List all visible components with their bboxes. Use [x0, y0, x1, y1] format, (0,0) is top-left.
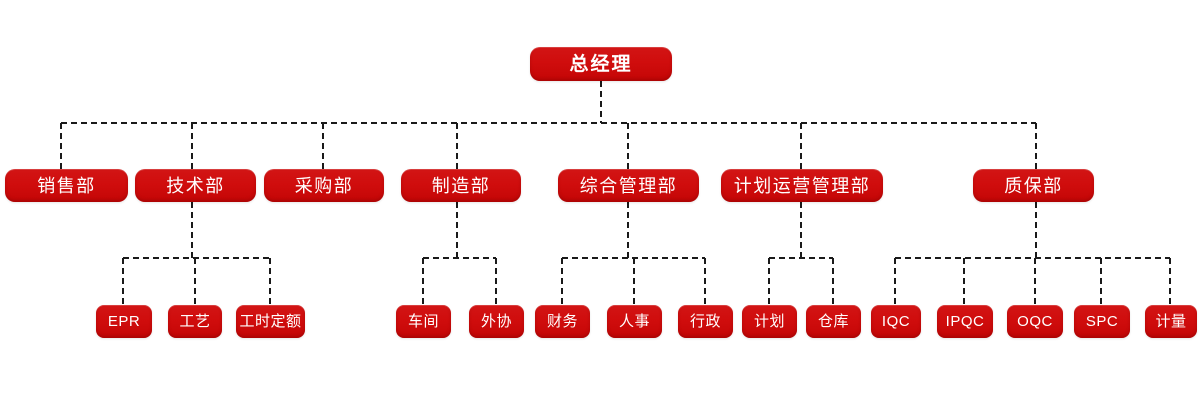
org-node-hr[interactable]: 人事	[607, 305, 662, 338]
org-node-epr-label: EPR	[107, 313, 141, 330]
org-node-admin[interactable]: 行政	[678, 305, 733, 338]
org-node-warehouse-label: 仓库	[817, 313, 849, 330]
org-node-quality[interactable]: 质保部	[973, 169, 1094, 202]
org-node-ipqc-label: IPQC	[945, 313, 985, 330]
org-node-spc[interactable]: SPC	[1074, 305, 1130, 338]
org-node-epr[interactable]: EPR	[96, 305, 152, 338]
org-node-quality-label: 质保部	[1004, 175, 1063, 196]
org-node-root[interactable]: 总经理	[530, 47, 672, 81]
org-node-spc-label: SPC	[1085, 313, 1119, 330]
org-node-metrology[interactable]: 计量	[1145, 305, 1197, 338]
org-node-technical[interactable]: 技术部	[135, 169, 256, 202]
org-node-manufacturing-label: 制造部	[431, 175, 491, 196]
org-node-admin-label: 行政	[689, 313, 721, 330]
org-node-procurement[interactable]: 采购部	[264, 169, 384, 202]
org-node-process[interactable]: 工艺	[168, 305, 222, 338]
org-node-manufacturing[interactable]: 制造部	[401, 169, 521, 202]
org-node-general-mgmt-label: 综合管理部	[579, 175, 678, 196]
org-node-outsourcing[interactable]: 外协	[469, 305, 524, 338]
org-node-ipqc[interactable]: IPQC	[937, 305, 993, 338]
org-node-planning-ops-label: 计划运营管理部	[733, 175, 871, 196]
org-node-technical-label: 技术部	[166, 175, 225, 196]
org-node-oqc-label: OQC	[1017, 313, 1053, 330]
org-node-sales-label: 销售部	[37, 175, 96, 196]
org-node-hr-label: 人事	[618, 313, 650, 330]
org-node-finance-label: 财务	[546, 313, 578, 330]
org-node-finance[interactable]: 财务	[535, 305, 590, 338]
org-node-general-mgmt[interactable]: 综合管理部	[558, 169, 699, 202]
org-node-root-label: 总经理	[569, 53, 633, 75]
org-node-sales[interactable]: 销售部	[5, 169, 128, 202]
org-node-iqc[interactable]: IQC	[871, 305, 921, 338]
org-node-planning-label: 计划	[753, 313, 785, 330]
org-node-planning[interactable]: 计划	[742, 305, 797, 338]
org-node-workshop-label: 车间	[407, 313, 439, 330]
org-node-outsourcing-label: 外协	[480, 313, 512, 330]
org-node-labor-quota[interactable]: 工时定额	[236, 305, 305, 338]
org-node-planning-ops[interactable]: 计划运营管理部	[721, 169, 883, 202]
org-node-metrology-label: 计量	[1155, 313, 1187, 330]
org-node-process-label: 工艺	[179, 313, 211, 330]
org-node-workshop[interactable]: 车间	[396, 305, 451, 338]
org-node-oqc[interactable]: OQC	[1007, 305, 1063, 338]
org-node-iqc-label: IQC	[881, 313, 911, 330]
org-node-warehouse[interactable]: 仓库	[806, 305, 861, 338]
org-node-labor-quota-label: 工时定额	[239, 313, 302, 330]
org-node-procurement-label: 采购部	[294, 175, 354, 196]
